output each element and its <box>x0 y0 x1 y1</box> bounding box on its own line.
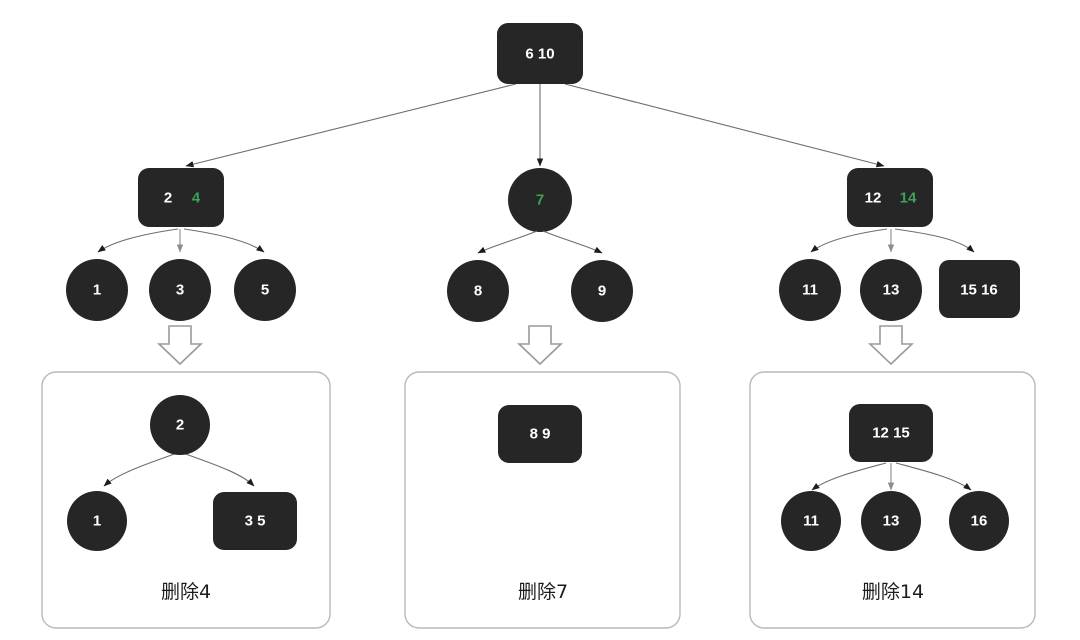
panel-delete-7-caption: 删除7 <box>518 581 568 603</box>
node-2-4-shape <box>138 168 224 227</box>
edge-7-to-8 <box>477 230 538 254</box>
panel1-node-1-shape <box>67 491 127 551</box>
panel3-node-16-shape <box>949 491 1009 551</box>
panel3-edge-to-11 <box>811 462 887 491</box>
panel-delete-7-border <box>404 371 681 629</box>
panel2-node-8-9-label: 8 9 <box>530 426 551 443</box>
panel1-edge-2-to-1 <box>103 452 178 487</box>
leaf-13[interactable]: 13 <box>860 259 922 321</box>
panel3-node-13-label: 13 <box>883 513 900 530</box>
panel1-node-2[interactable]: 2 <box>150 395 210 455</box>
leaf-9[interactable]: 9 <box>571 260 633 322</box>
node-12-14-shape <box>847 168 933 227</box>
panel3-node-11[interactable]: 11 <box>781 491 841 551</box>
down-arrow-icon-right <box>868 325 914 366</box>
node-12-14[interactable]: 12 14 <box>847 168 933 227</box>
leaf-15-16[interactable]: 15 16 <box>939 260 1020 318</box>
panel1-node-2-shape <box>150 395 210 455</box>
panel3-node-12-15[interactable]: 12 15 <box>849 404 933 462</box>
leaf-11[interactable]: 11 <box>779 259 841 321</box>
leaf-1[interactable]: 1 <box>66 259 128 321</box>
panel2-node-8-9-shape <box>498 405 582 463</box>
leaf-5-shape <box>234 259 296 321</box>
root-edges <box>185 83 885 168</box>
panel1-node-2-label: 2 <box>176 417 184 434</box>
panel3-node-12-15-label: 12 15 <box>872 425 910 442</box>
panel3-node-11-label: 11 <box>803 513 819 530</box>
panel3-node-16-label: 16 <box>971 513 988 530</box>
panel1-node-1-label: 1 <box>93 513 101 530</box>
panel2-node-8-9[interactable]: 8 9 <box>498 405 582 463</box>
leaf-1-shape <box>66 259 128 321</box>
leaf-5-label: 5 <box>261 282 269 299</box>
panel-delete-4[interactable]: 2 1 3 5 删除4 <box>41 371 331 629</box>
panel-delete-7[interactable]: 8 9 删除7 <box>404 371 681 629</box>
leaf-3-shape <box>149 259 211 321</box>
edges-2-4-children <box>97 228 265 253</box>
node-7[interactable]: 7 <box>508 168 572 232</box>
node-7-label: 7 <box>536 192 544 209</box>
panel3-node-16[interactable]: 16 <box>949 491 1009 551</box>
panel1-node-3-5[interactable]: 3 5 <box>213 492 297 550</box>
node-7-shape <box>508 168 572 232</box>
node-12-14-key-1: 14 <box>900 190 917 207</box>
panel3-node-11-shape <box>781 491 841 551</box>
panel1-node-3-5-shape <box>213 492 297 550</box>
node-12-14-key-0: 12 <box>865 190 882 207</box>
panel1-node-3-5-label: 3 5 <box>245 513 266 530</box>
leaf-8-shape <box>447 260 509 322</box>
panel-delete-14-caption: 删除14 <box>862 581 924 603</box>
node-2-4-key-1: 4 <box>192 190 201 207</box>
leaf-9-label: 9 <box>598 283 606 300</box>
panel3-edge-to-16 <box>895 462 972 491</box>
panel-delete-4-caption: 删除4 <box>161 581 211 603</box>
edge-root-to-12-14 <box>564 83 885 168</box>
node-root[interactable]: 6 10 <box>497 23 583 84</box>
leaf-3[interactable]: 3 <box>149 259 211 321</box>
edge-2-4-to-5 <box>183 228 265 253</box>
edges-7-children <box>477 230 603 254</box>
node-root-shape <box>497 23 583 84</box>
edge-2-4-to-1 <box>97 228 179 253</box>
node-2-4-key-0: 2 <box>164 190 172 207</box>
panel3-node-13[interactable]: 13 <box>861 491 921 551</box>
leaf-8[interactable]: 8 <box>447 260 509 322</box>
node-2-4[interactable]: 2 4 <box>138 168 224 227</box>
panel-delete-14[interactable]: 12 15 11 13 16 删除14 <box>749 371 1036 629</box>
edge-12-14-to-15-16 <box>894 228 975 253</box>
leaf-15-16-shape <box>939 260 1020 318</box>
edge-7-to-9 <box>542 230 603 254</box>
leaf-9-shape <box>571 260 633 322</box>
panel3-node-12-15-shape <box>849 404 933 462</box>
edge-root-to-2-4 <box>185 83 517 168</box>
node-root-label: 6 10 <box>525 46 554 63</box>
edge-12-14-to-11 <box>810 228 888 253</box>
down-arrow-icon-left <box>157 325 203 366</box>
leaf-11-label: 11 <box>802 282 818 299</box>
leaf-1-label: 1 <box>93 282 101 299</box>
edges-12-14-children <box>810 228 975 253</box>
leaf-5[interactable]: 5 <box>234 259 296 321</box>
leaf-11-shape <box>779 259 841 321</box>
leaf-3-label: 3 <box>176 282 184 299</box>
leaf-15-16-label: 15 16 <box>960 282 998 299</box>
panel1-edge-2-to-3-5 <box>182 452 255 487</box>
panel-delete-4-border <box>41 371 331 629</box>
panel1-node-1[interactable]: 1 <box>67 491 127 551</box>
leaf-8-label: 8 <box>474 283 482 300</box>
leaf-13-label: 13 <box>883 282 900 299</box>
panel3-node-13-shape <box>861 491 921 551</box>
down-arrow-icon-middle <box>517 325 563 366</box>
leaf-13-shape <box>860 259 922 321</box>
